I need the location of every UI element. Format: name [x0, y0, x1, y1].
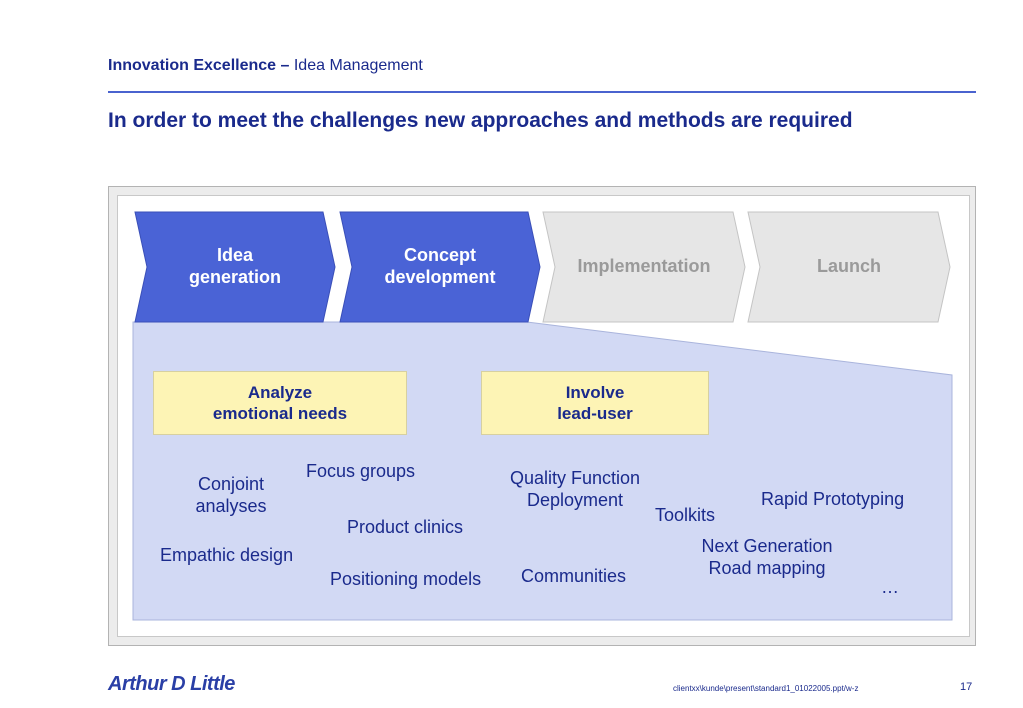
focus-box-emotional-needs: Analyze emotional needs	[153, 371, 407, 435]
method-roadmap-line2: Road mapping	[708, 558, 826, 578]
method-empathic-design: Empathic design	[160, 545, 294, 565]
focus-emotional-line2: emotional needs	[212, 404, 348, 423]
method-roadmap-line1: Next Generation	[701, 536, 833, 556]
method-qfd-line1: Quality Function	[509, 468, 641, 488]
phase-idea-line2: generation	[188, 267, 281, 287]
method-ellipsis: …	[881, 577, 899, 597]
phase-chevron-idea	[134, 211, 336, 323]
page-number: 17	[960, 681, 973, 693]
focus-box-lead-user: Involve lead-user	[481, 371, 709, 435]
method-product-clinics: Product clinics	[347, 517, 464, 537]
method-conjoint-line2: analyses	[195, 496, 267, 516]
focus-leaduser-line1: Involve	[565, 383, 625, 402]
method-positioning-models: Positioning models	[330, 569, 482, 589]
phase-implementation-label: Implementation	[577, 256, 711, 276]
method-focus-groups: Focus groups	[306, 461, 416, 481]
focus-leaduser-line2: lead-user	[557, 404, 633, 423]
section-header: Innovation Excellence – Idea Management	[108, 57, 423, 75]
method-rapid-prototyping: Rapid Prototyping	[761, 489, 905, 509]
phase-chevron-implementation	[542, 211, 746, 323]
arthur-d-little-logo: Arthur D Little	[108, 673, 235, 695]
section-header-rest: Idea Management	[289, 57, 423, 74]
phase-chevron-launch	[747, 211, 951, 323]
phase-chevron-concept	[339, 211, 541, 323]
phase-implementation: Implementation	[555, 230, 733, 302]
phase-concept-line1: Concept	[404, 245, 476, 265]
phase-launch-label: Launch	[816, 256, 881, 276]
header-rule	[108, 91, 976, 93]
method-toolkits: Toolkits	[655, 505, 716, 525]
method-qfd-line2: Deployment	[526, 490, 624, 510]
phase-launch: Launch	[760, 230, 938, 302]
section-header-bold: Innovation Excellence –	[108, 57, 290, 74]
method-conjoint-line1: Conjoint	[197, 474, 265, 494]
focus-emotional-line1: Analyze	[247, 383, 313, 402]
file-path: clientxx\kunde\present\standard1_0102200…	[673, 684, 859, 693]
phase-idea-line1: Idea	[216, 245, 253, 265]
slide-title: In order to meet the challenges new appr…	[108, 109, 853, 132]
phase-concept-line2: development	[384, 267, 496, 287]
method-communities: Communities	[521, 566, 627, 586]
